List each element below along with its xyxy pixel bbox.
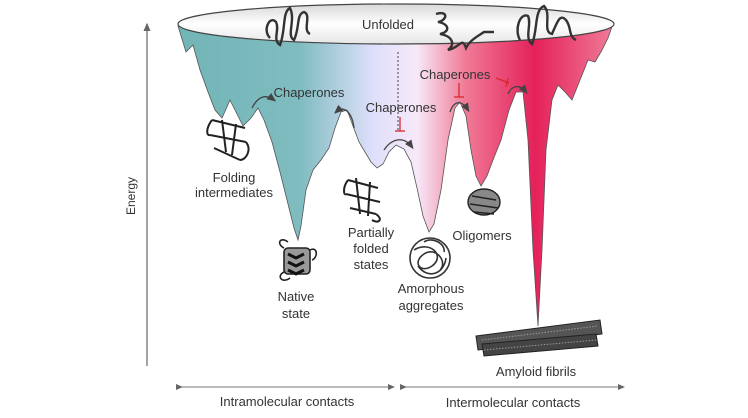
energy-funnel bbox=[177, 23, 614, 327]
chaperones-label-2: Chaperones bbox=[366, 100, 437, 115]
partially-folded-protein-icon bbox=[343, 177, 381, 223]
chaperones-label-3: Chaperones bbox=[420, 67, 491, 82]
amorphous-aggregate-icon bbox=[409, 237, 451, 279]
unfolded-label: Unfolded bbox=[362, 17, 414, 32]
folding-intermediate-protein-icon bbox=[206, 119, 250, 161]
intermolecular-contacts-label: Intermolecular contacts bbox=[446, 395, 581, 410]
oligomer-protein-icon bbox=[467, 188, 501, 216]
chaperones-label-1: Chaperones bbox=[274, 85, 345, 100]
intramolecular-contacts-label: Intramolecular contacts bbox=[220, 394, 355, 409]
unfolded-protein-icon bbox=[265, 4, 577, 52]
chaperone-arrow-2 bbox=[334, 104, 355, 129]
energy-axis-label: Energy bbox=[124, 177, 138, 215]
chaperone-arrow-5 bbox=[507, 84, 528, 95]
oligomers-label: Oligomers bbox=[452, 228, 512, 243]
unfolded-rim bbox=[177, 3, 615, 45]
amyloid-fibrils-label: Amyloid fibrils bbox=[496, 364, 577, 379]
chaperone-arrow-3 bbox=[383, 139, 414, 151]
native-state-protein-icon bbox=[278, 239, 318, 281]
chaperone-arrow-4 bbox=[449, 102, 470, 113]
amyloid-fibril-icon bbox=[475, 319, 603, 357]
chaperone-arrow-1 bbox=[251, 92, 277, 109]
inhibition-marks bbox=[395, 77, 510, 132]
